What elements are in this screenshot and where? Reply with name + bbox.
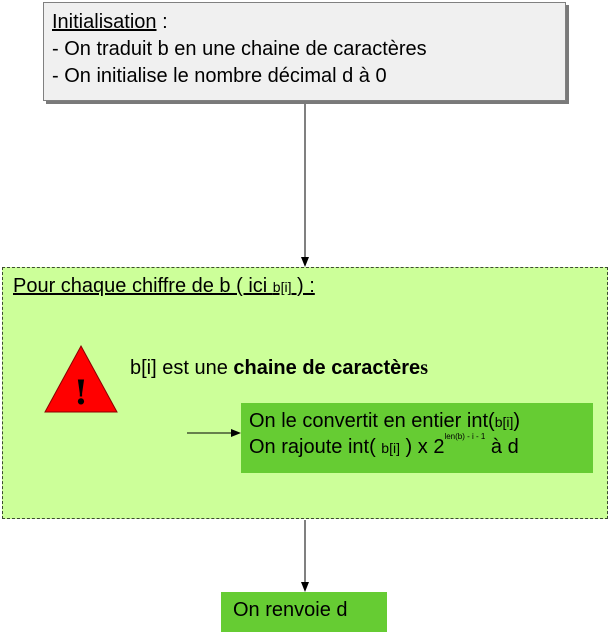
arrow-to-convert (187, 429, 241, 437)
loop-box: Pour chaque chiffre de b ( ici b[i] ) : … (2, 267, 608, 519)
result-box: On renvoie d (221, 592, 387, 632)
convert-line1-end: ) (513, 410, 521, 432)
convert-line-2: On rajoute int( b[i] ) x 2len(b) - i - 1… (249, 432, 593, 463)
loop-title: Pour chaque chiffre de b ( ici b[i] ) : (13, 274, 315, 299)
convert-box: On le convertit en entier int(b[i]) On r… (241, 403, 593, 473)
warning-icon: ! (44, 344, 118, 413)
convert-line2-mid: ) x 2 (399, 436, 445, 458)
convert-line2-var: b[i] (381, 440, 400, 456)
init-step-translate: - On traduit b en une chaine de caractèr… (52, 38, 427, 60)
loop-title-text: Pour chaque chiffre de b ( ici b[i] ) : (13, 275, 315, 297)
init-box: Initialisation : - On traduit b en une c… (43, 2, 566, 101)
convert-line2-end: à d (485, 436, 519, 458)
convert-line-1: On le convertit en entier int(b[i]) (249, 409, 593, 435)
result-label: On renvoie d (233, 599, 348, 621)
warning-text-end: s (420, 357, 428, 379)
init-title-suffix: : (156, 11, 168, 33)
warning-exclamation: ! (74, 373, 89, 413)
convert-line2-exponent: len(b) - i - 1 (444, 432, 486, 441)
convert-line1-var: b[i] (494, 414, 514, 430)
warning-text-bold: chaine de caractère (233, 357, 421, 379)
init-title: Initialisation (52, 11, 157, 33)
convert-line2-text: On rajoute int( (249, 436, 382, 458)
init-title-line: Initialisation : (52, 9, 565, 36)
init-step-initialize: - On initialise le nombre décimal d à 0 (52, 65, 387, 87)
warning-text: b[i] est une chaine de caractères (130, 356, 428, 380)
warning-text-plain: b[i] est une (130, 357, 234, 379)
loop-title-part2: ) : (291, 275, 315, 297)
loop-title-part1: Pour chaque chiffre de b ( ici (13, 275, 273, 297)
loop-title-var: b[i] (272, 279, 292, 295)
convert-line1-text: On le convertit en entier int( (249, 410, 495, 432)
